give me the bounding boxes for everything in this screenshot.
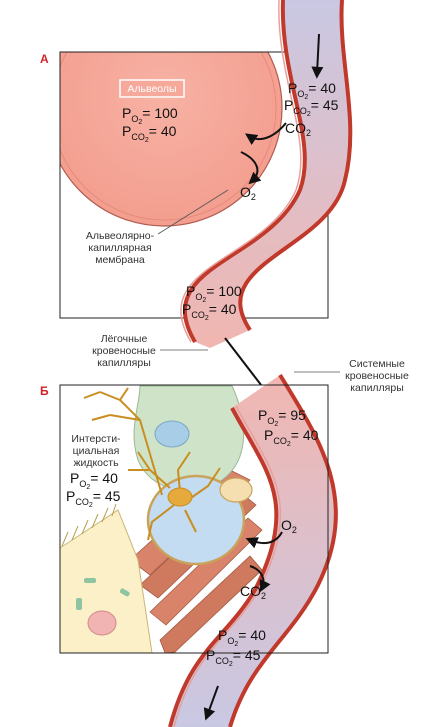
o2-label-b: O2 — [281, 517, 297, 535]
systemic-capillary — [168, 373, 338, 727]
o2-arrow-a — [240, 151, 262, 185]
pulm-out-po2: = 100 — [206, 283, 242, 299]
svg-text:Альвеолярно-: Альвеолярно- — [86, 230, 155, 242]
syst-capillaries-label: Системные кровеносные капилляры — [345, 358, 409, 394]
neuron — [83, 387, 221, 541]
svg-text:PO2= 100: PO2= 100 — [122, 105, 178, 126]
svg-text:PCO2= 45: PCO2= 45 — [284, 97, 339, 118]
pulm-outflow-values: PO2= 100 PCO2= 40 — [182, 283, 242, 322]
pulm-in-pco2: = 45 — [311, 97, 339, 113]
inflow-arrow — [311, 33, 324, 79]
panel-label-a-fg: А — [40, 52, 49, 66]
alveoli-label: Альвеолы — [127, 83, 176, 95]
membrane-label: Альвеолярно- капиллярная мембрана — [86, 230, 155, 266]
co2-arrow-a — [245, 122, 287, 145]
pulm-capillaries-label: Лёгочные кровеносные капилляры — [92, 333, 156, 369]
svg-text:PO2= 40: PO2= 40 — [70, 470, 118, 491]
svg-text:мембрана: мембрана — [95, 254, 145, 266]
svg-text:Лёгочные: Лёгочные — [101, 333, 148, 345]
svg-text:жидкость: жидкость — [73, 457, 119, 469]
svg-text:циальная: циальная — [73, 445, 120, 457]
co2-label-b: CO2 — [240, 583, 266, 601]
panel-label-b-fg: Б — [40, 384, 49, 398]
syst-out-pco2: = 45 — [233, 647, 261, 663]
green-cell — [133, 385, 245, 491]
svg-text:PCO2= 40: PCO2= 40 — [182, 301, 237, 322]
alveoli-po2: = 100 — [142, 105, 178, 121]
co2-label-a: CO2 — [285, 120, 311, 138]
pulm-in-po2: = 40 — [308, 80, 336, 96]
svg-text:PCO2= 40: PCO2= 40 — [264, 427, 319, 448]
alveoli-label-box — [119, 79, 185, 98]
pulm-inflow-values: PO2= 40 PCO2= 45 — [284, 80, 339, 118]
interstitial-po2: = 40 — [90, 470, 118, 486]
svg-text:PO2= 100: PO2= 100 — [186, 283, 242, 304]
green-cell-nucleus — [154, 420, 190, 448]
syst-out-po2: = 40 — [238, 627, 266, 643]
epithelial-nucleus — [87, 610, 117, 636]
co2-arrow-b — [249, 565, 271, 593]
interstitial-label: Интерсти- циальная жидкость PO2= 40 PCO2… — [66, 433, 121, 509]
svg-text:капилляры: капилляры — [350, 382, 404, 394]
svg-text:Интерсти-: Интерсти- — [71, 433, 121, 445]
syst-in-pco2: = 40 — [291, 427, 319, 443]
svg-text:Системные: Системные — [349, 358, 405, 370]
svg-text:PCO2= 45: PCO2= 45 — [66, 488, 121, 509]
svg-text:капилляры: капилляры — [97, 357, 151, 369]
svg-text:капиллярная: капиллярная — [88, 242, 151, 254]
interstitial-pco2: = 45 — [93, 488, 121, 504]
o2-label-a: O2 — [240, 184, 256, 202]
alveoli-values: PO2= 100 PCO2= 40 — [122, 105, 178, 144]
syst-outflow-values: PO2= 40 PCO2= 45 — [206, 627, 266, 668]
syst-in-po2: = 95 — [278, 407, 306, 423]
svg-text:кровеносные: кровеносные — [92, 345, 156, 357]
svg-text:PCO2= 40: PCO2= 40 — [122, 123, 177, 144]
svg-text:кровеносные: кровеносные — [345, 370, 409, 382]
svg-text:PCO2= 45: PCO2= 45 — [206, 647, 261, 668]
tissue-cells — [59, 385, 263, 654]
pulmonary-capillary — [180, 0, 353, 348]
alveoli-pco2: = 40 — [149, 123, 177, 139]
o2-arrow-b — [245, 531, 283, 549]
svg-text:PO2= 40: PO2= 40 — [288, 80, 336, 101]
svg-text:PO2= 40: PO2= 40 — [218, 627, 266, 648]
pulm-out-pco2: = 40 — [209, 301, 237, 317]
svg-text:PO2= 95: PO2= 95 — [258, 407, 306, 428]
syst-inflow-values: PO2= 95 PCO2= 40 — [258, 407, 319, 448]
outflow-arrow — [203, 685, 219, 721]
